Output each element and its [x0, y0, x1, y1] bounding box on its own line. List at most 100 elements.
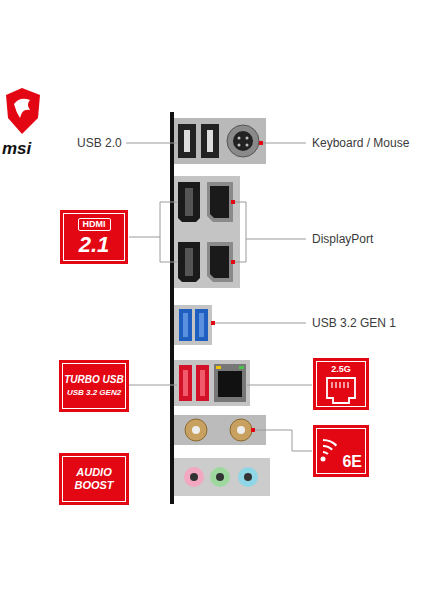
hdmi-port: [178, 182, 200, 222]
usb-tongue: [200, 370, 205, 396]
audio-jack-green: [210, 467, 230, 487]
ps2-socket: [233, 131, 253, 151]
lan-socket: [218, 371, 242, 397]
wifi-arc: [323, 452, 328, 454]
leader-line: [253, 430, 312, 451]
usb3-gen2-lan-block: [174, 360, 250, 406]
leader-lines: [126, 143, 312, 451]
feature-badge: AUDIO BOOST: [59, 453, 129, 505]
port-label: USB 3.2 GEN 1: [312, 316, 396, 330]
audio-jack-pink: [184, 467, 204, 487]
metal-housing: [174, 305, 212, 345]
lan-pin: [347, 382, 348, 388]
lan-led: [216, 366, 221, 369]
usb3-gen2-port: [179, 365, 192, 401]
usb-tongue: [183, 370, 188, 396]
audio-block: [174, 458, 270, 496]
jack-hole: [216, 473, 224, 481]
leader-line: [129, 385, 177, 386]
usb3-gen1-block: [174, 305, 212, 345]
ps2-pin: [246, 144, 249, 147]
usb2-tongue: [184, 130, 190, 152]
lan-pin: [343, 382, 344, 388]
logo-dragon: [14, 99, 30, 118]
leader-end: [231, 260, 235, 264]
dp-socket: [210, 246, 229, 278]
lan-led: [239, 366, 244, 369]
dp-port: [207, 242, 233, 282]
leader-line: [262, 143, 306, 144]
metal-housing: [174, 176, 240, 288]
usb2-port: [178, 124, 196, 158]
bracket: [160, 202, 177, 262]
antenna-pin: [237, 426, 245, 434]
lan-pin: [339, 382, 340, 388]
ps2-pin: [246, 137, 249, 140]
badge-text: AUDIO BOOST: [64, 466, 124, 491]
leader-line: [247, 385, 312, 386]
msi-dragon-logo: [6, 88, 40, 134]
usb3-port: [195, 309, 208, 341]
metal-housing: [174, 415, 266, 445]
jack-hole: [190, 473, 198, 481]
badge-text: 2.1: [79, 233, 110, 256]
badge-text: 2.5G: [331, 365, 351, 374]
leader-line: [129, 237, 160, 238]
brand-logo-text: msi: [2, 139, 31, 159]
ps2-port: [227, 125, 259, 157]
leader-end: [259, 141, 263, 145]
leader-end: [211, 321, 215, 325]
feature-badge: TURBO USB USB 3.2 GEN2: [59, 360, 129, 412]
port-label: USB 2.0: [77, 136, 122, 150]
lan-port: [214, 364, 246, 402]
wifi-dot: [321, 457, 326, 462]
wifi-arc: [323, 440, 336, 446]
usb3-gen2-port: [196, 365, 209, 401]
feature-badge: 2.5G: [313, 358, 369, 410]
panel-edge: [170, 112, 174, 504]
ps2-pin: [238, 137, 241, 140]
port-label: Keyboard / Mouse: [312, 136, 409, 150]
ps2-pin: [238, 144, 241, 147]
leader-end: [231, 200, 235, 204]
video-block: [174, 176, 240, 288]
usb2-tongue: [207, 130, 213, 152]
leader-line: [126, 143, 177, 144]
dp-port: [207, 182, 233, 222]
hdmi-tongue: [185, 188, 193, 216]
logo-shield: [6, 88, 40, 134]
wifi-antenna-block: [174, 415, 266, 445]
usb3-tongue: [183, 313, 188, 337]
metal-housing: [174, 118, 266, 164]
leader-line: [246, 239, 306, 240]
port-label: DisplayPort: [312, 232, 373, 246]
badge-text: USB 3.2 GEN2: [67, 389, 121, 397]
usb3-port: [179, 309, 192, 341]
usb2-ps2-block: [174, 118, 266, 164]
badge-text: 6E: [342, 454, 362, 471]
lan-pin: [335, 382, 336, 388]
leader-line: [213, 323, 306, 324]
leader-end: [251, 428, 255, 432]
bracket: [234, 202, 246, 262]
hdmi-tongue: [185, 248, 193, 276]
wifi-arc: [323, 446, 332, 450]
lan-outline: [327, 378, 355, 403]
hdmi-port: [178, 242, 200, 282]
feature-badge: HDMI 2.1: [60, 210, 128, 264]
antenna-connector: [185, 419, 207, 441]
leader-ends: [211, 141, 263, 432]
badge-text: HDMI: [78, 218, 111, 231]
metal-housing: [174, 458, 270, 496]
antenna-pin: [192, 426, 200, 434]
feature-badge: 6E: [313, 425, 369, 477]
antenna-connector: [230, 419, 252, 441]
jack-hole: [244, 473, 252, 481]
dp-socket: [210, 186, 229, 218]
metal-housing: [174, 360, 250, 406]
usb3-tongue: [199, 313, 204, 337]
badge-text: TURBO USB: [64, 375, 123, 386]
usb2-port: [201, 124, 219, 158]
lan-pin: [331, 382, 332, 388]
